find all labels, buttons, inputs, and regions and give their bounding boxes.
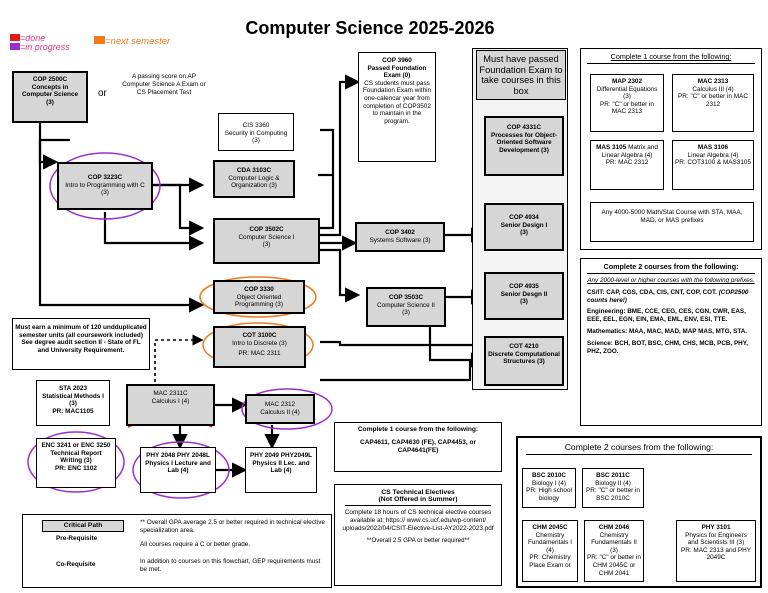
course-cop4331c: COP 4331C Processes for Object-Oriented … (484, 116, 564, 176)
tech-title: CS Technical Electives (381, 489, 455, 496)
eng-prefixes: Engineering: BME, CCE, CEG, CES, CGN, CW… (587, 308, 746, 324)
progress-swatch (10, 43, 20, 50)
course-mas3105: MAS 3105 Matrix and Linear Algebra (4) P… (590, 140, 664, 190)
foundation-exam-header: Must have passed Foundation Exam to take… (476, 50, 566, 100)
course-mas3106: MAS 3106 Linear Algebra (4) PR: COT3100 … (672, 140, 754, 190)
course-cot4210: COT 4210 Discrete Computational Structur… (484, 336, 564, 386)
course-map2302: MAP 2302 Differential Equations (3) PR: … (590, 74, 664, 132)
legend-prereq: Pre-Requisite (56, 535, 98, 542)
course-cot3100c: COT 3100C Intro to Discrete (3) PR: MAC … (213, 326, 306, 368)
course-mac2311c: MAC 2311C Calculus I (4) (126, 384, 215, 426)
course-cop3502c: COP 3502C Computer Science I (3) (213, 218, 320, 264)
course-cop3402: COP 3402 Systems Software (3) (355, 222, 445, 252)
course-enc3241: ENC 3241 or ENC 3250 Technical Report Wr… (36, 438, 116, 488)
math-prefixes: Mathematics: MAA, MAC, MAD, MAP MAS, MTG… (587, 327, 748, 335)
course-sta2023: STA 2023 Statistical Methods I (3) PR: M… (36, 380, 110, 426)
course-bsc2011c: BSC 2011C Biology II (4) PR: "C" or bett… (582, 468, 644, 508)
course-cop2500c: COP 2500C Concepts in Computer Science (… (12, 71, 88, 123)
units-note: Must earn a minimum of 120 undduplicated… (12, 318, 150, 370)
course-cop3330: COP 3330 Object Oriented Programming (3) (213, 280, 305, 314)
page-title: Computer Science 2025-2026 (245, 18, 495, 38)
legend-note-gpa: ** Overall GPA average 2.5 or better req… (140, 519, 325, 534)
general-any-text: Any 2000-level or higher courses with th… (587, 277, 755, 284)
course-mac2313: MAC 2313 Calculus III (4) PR: "C" or bet… (672, 74, 754, 132)
csit-prefixes: CS/IT: CAP, CGS, CDA, CIS, CNT, COP, COT… (587, 288, 749, 304)
sci-prefixes: Science: BCH, BOT, BSC, CHM, CHS, MCB, P… (587, 339, 748, 355)
cap-panel-title: Complete 1 course from the following: (357, 426, 479, 433)
legend-note-grade: All courses require a C or better grade. (140, 541, 251, 548)
general-panel-title: Complete 2 courses from the following: (587, 259, 755, 274)
course-cop3223c: COP 3223C Intro to Programming with C (3… (57, 162, 153, 210)
science-panel-title: Complete 2 courses from the following: (526, 438, 752, 455)
next-swatch (94, 36, 105, 44)
cap-courses: CAP4611, CAP4630 (FE), CAP4453, or CAP46… (360, 439, 476, 454)
course-cda3103c: CDA 3103C Computer Logic & Organization … (213, 160, 295, 198)
placement-text: A passing score on AP Computer Science A… (122, 73, 206, 96)
math-panel-title: Complete 1 course from the following: (587, 49, 755, 64)
tech-sub: (Not Offered in Summer) (345, 496, 491, 506)
tech-elective-panel: CS Technical Electives (Not Offered in S… (334, 484, 502, 586)
course-phy3101: PHY 3101 Physics for Engineers and Scien… (676, 520, 756, 582)
course-cop4934: COP 4934 Senior Design I (3) (484, 203, 564, 251)
course-phy2048: PHY 2048 PHY 2048L Physics I Lecture and… (140, 447, 216, 493)
course-cis3360: CIS 3360 Security in Computing (3) (218, 113, 294, 151)
or-label: or (98, 88, 107, 99)
done-swatch (10, 34, 20, 41)
course-bsc2010c: BSC 2010C Biology I (4) PR: High school … (522, 468, 576, 508)
general-elective-panel: Complete 2 courses from the following: A… (580, 258, 762, 426)
course-chm2045c: CHM 2045C Chemistry Fundamentals I (4) P… (522, 520, 578, 582)
legend-note-gep: In addition to courses on this flowchart… (140, 558, 321, 573)
math-any-course: Any 4000-5000 Math/Stat Course with STA,… (590, 202, 754, 242)
legend-critical-path: Critical Path (42, 520, 124, 532)
tech-gpa-note: **Overall 2.5 GPA or better required** (366, 537, 470, 545)
legend-next-note: =next semester (94, 36, 204, 47)
course-chm2046: CHM 2046 Chemistry Fundamentals II (3) P… (584, 520, 644, 582)
cap-elective-panel: Complete 1 course from the following: CA… (334, 422, 502, 472)
course-cop3503c: COP 3503C Computer Science II (3) (366, 287, 446, 327)
course-cop4935: COP 4935 Senior Desgn II (3) (484, 272, 564, 320)
course-cop3960: COP 3960 Passed Foundation Exam (0) CS s… (358, 52, 436, 162)
course-phy2049: PHY 2049 PHY2049L Physics II Lec. and La… (245, 447, 317, 493)
legend-done-note: =done =in progress (10, 34, 100, 52)
course-mac2312: MAC 2312 Calculus II (4) (245, 394, 315, 424)
legend-coreq: Co-Requisite (56, 561, 96, 568)
tech-body: Complete 18 hours of CS technical electi… (342, 509, 494, 532)
